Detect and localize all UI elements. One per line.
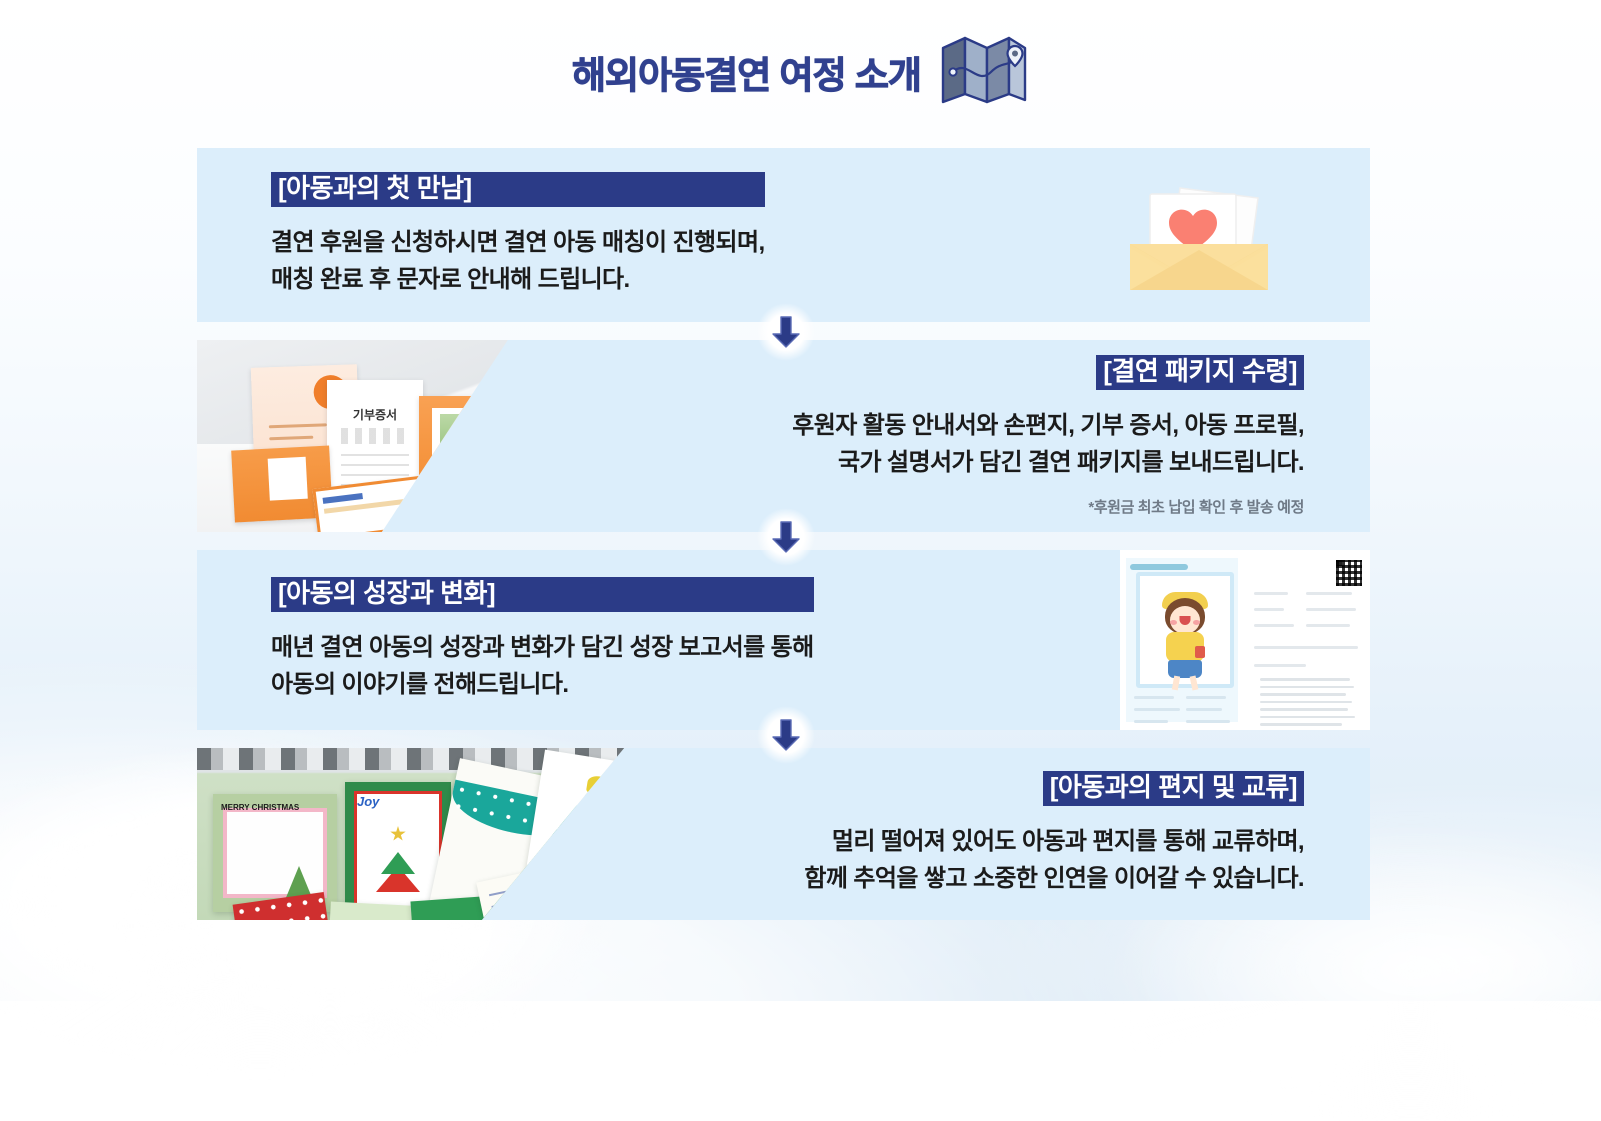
step-2-line-2: 국가 설명서가 담긴 결연 패키지를 보내드립니다. [837, 449, 1305, 477]
certificate-title: 기부증서 [352, 408, 398, 422]
step-2-note: *후원금 최초 납입 확인 후 발송 예정 [1088, 499, 1304, 517]
down-arrow-icon [772, 719, 800, 751]
step-2-badge: [결연 패키지 수령] [1096, 354, 1304, 391]
step-4-line-1: 멀리 떨어져 있어도 아동과 편지를 통해 교류하며, [831, 828, 1305, 856]
step-3-text-block: [아동의 성장과 변화] 매년 결연 아동의 성장과 변화가 담긴 성장 보고서… [271, 550, 814, 730]
folded-map-icon [941, 36, 1027, 104]
step-4-text-block: [아동과의 편지 및 교류] 멀리 떨어져 있어도 아동과 편지를 통해 교류하… [804, 748, 1305, 920]
card-text-joy: Joy [357, 794, 380, 809]
page-title: 해외아동결연 여정 소개 [572, 55, 923, 97]
growth-report-document [1120, 550, 1370, 730]
sponsorship-package-photo: 기부증서 [197, 340, 508, 532]
infographic-stage: 해외아동결연 여정 소개 [아동과의 첫 만남] 결연 후원을 신청하시면 결연… [0, 34, 1601, 920]
step-2-text-block: [결연 패키지 수령] 후원자 활동 안내서와 손편지, 기부 증서, 아동 프… [792, 340, 1305, 532]
down-arrow-icon [772, 316, 800, 348]
step-3-line-2: 아동의 이야기를 전해드립니다. [271, 671, 569, 699]
qr-code-icon [1336, 560, 1362, 586]
step-1-line-2: 매칭 완료 후 문자로 안내해 드립니다. [271, 266, 630, 294]
step-3-line-1: 매년 결연 아동의 성장과 변화가 담긴 성장 보고서를 통해 [271, 634, 814, 662]
step-row-4: MERRY CHRISTMAS Joy [아동과의 편지 및 교류] 멀리 떨어… [197, 748, 1370, 920]
step-2-line-1: 후원자 활동 안내서와 손편지, 기부 증서, 아동 프로필, [792, 412, 1304, 440]
step-3-badge: [아동의 성장과 변화] [271, 576, 814, 613]
step-1-badge: [아동과의 첫 만남] [271, 171, 765, 208]
down-arrow-icon [772, 521, 800, 553]
step-row-2: 기부증서 [결연 패키지 수령] 후원자 활동 안내서와 손편지, 기부 증서,… [197, 340, 1370, 532]
card-text-merry-christmas: MERRY CHRISTMAS [221, 803, 300, 812]
step-1-text-block: [아동과의 첫 만남] 결연 후원을 신청하시면 결연 아동 매칭이 진행되며,… [271, 148, 765, 322]
connector-arrow-2 [757, 508, 815, 566]
step-4-line-2: 함께 추억을 쌓고 소중한 인연을 이어갈 수 있습니다. [804, 865, 1304, 893]
step-1-line-1: 결연 후원을 신청하시면 결연 아동 매칭이 진행되며, [271, 229, 765, 257]
connector-arrow-3 [757, 706, 815, 764]
connector-arrow-1 [757, 303, 815, 361]
page-header: 해외아동결연 여정 소개 [0, 34, 1601, 110]
step-row-1: [아동과의 첫 만남] 결연 후원을 신청하시면 결연 아동 매칭이 진행되며,… [197, 148, 1370, 322]
step-4-badge: [아동과의 편지 및 교류] [1042, 770, 1304, 807]
christmas-cards-photo: MERRY CHRISTMAS Joy [197, 748, 625, 920]
envelope-heart-icon [1130, 187, 1268, 290]
step-row-3: [아동의 성장과 변화] 매년 결연 아동의 성장과 변화가 담긴 성장 보고서… [197, 550, 1370, 730]
